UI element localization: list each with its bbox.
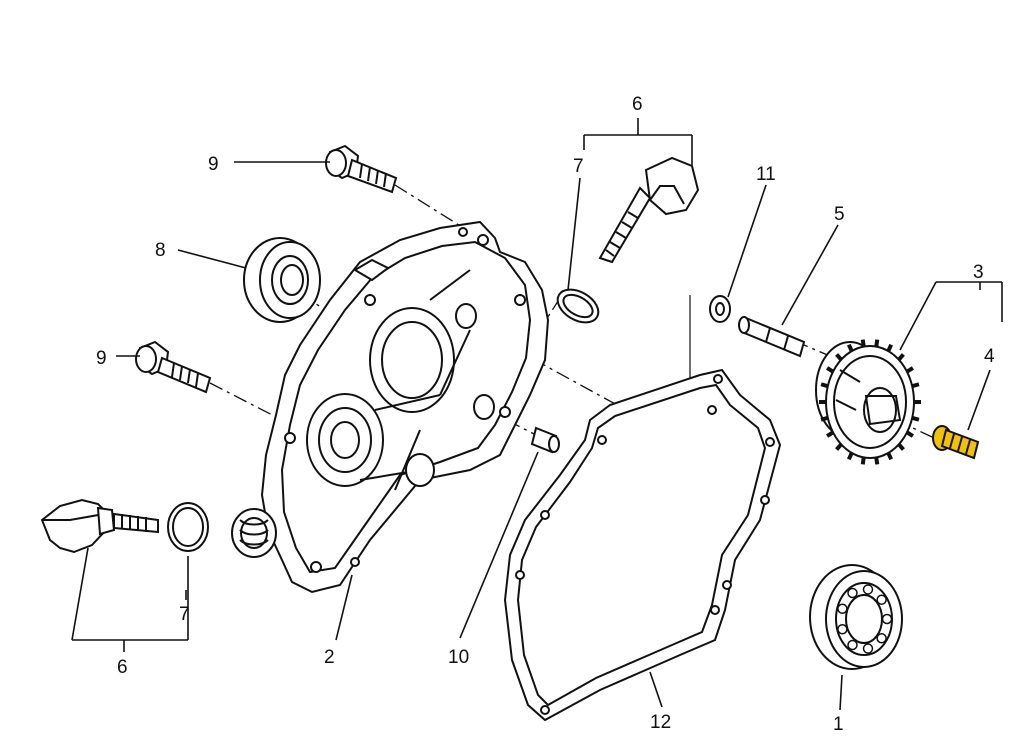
callout-1: 1 <box>833 714 844 735</box>
highlighted-bolt <box>932 425 980 460</box>
callout-6-bottom: 6 <box>117 657 128 678</box>
gear-tooth <box>886 343 894 352</box>
governor-gear <box>815 339 921 465</box>
bearing-ball <box>847 587 858 599</box>
gear-tooth <box>905 366 914 374</box>
bearing-ball <box>876 594 887 605</box>
gear-tooth <box>911 415 920 422</box>
ball-bearing <box>809 564 903 670</box>
gear-tooth <box>860 339 866 347</box>
gear-tooth <box>897 353 905 361</box>
callout-2: 2 <box>324 647 335 668</box>
gear-tooth <box>820 415 829 422</box>
gear-tooth <box>886 452 894 461</box>
leader-lines <box>71 118 1003 711</box>
callout-10: 10 <box>448 647 469 668</box>
bearing-ball <box>847 639 858 651</box>
callout-6-top: 6 <box>632 94 643 115</box>
bearing-ball <box>876 633 887 644</box>
bearing-ball <box>862 643 874 654</box>
flange-bolt-top <box>325 144 398 194</box>
bearing-ball <box>837 603 848 614</box>
crankcase-cover <box>231 220 550 594</box>
governor-shaft <box>738 316 806 358</box>
callout-7-bottom: 7 <box>179 604 190 625</box>
dowel-pin <box>530 426 560 454</box>
gear-tooth <box>846 452 854 461</box>
gear-tooth <box>846 343 854 352</box>
bearing-ball <box>881 613 893 625</box>
gear-tooth <box>874 339 880 347</box>
callout-5: 5 <box>834 204 845 225</box>
callout-3: 3 <box>973 262 984 283</box>
dipstick-bottom <box>40 498 159 554</box>
gear-tooth <box>835 353 843 361</box>
gear-tooth <box>905 430 914 438</box>
gear-tooth <box>860 457 866 465</box>
oil-seal <box>243 237 321 323</box>
gear-tooth <box>911 382 920 389</box>
flange-bolt-middle <box>135 340 212 394</box>
callout-7-top: 7 <box>573 156 584 177</box>
callout-12: 12 <box>650 712 671 733</box>
callout-9-middle: 9 <box>96 348 107 369</box>
dipstick-top <box>598 156 700 264</box>
callout-numbers: 9 8 9 6 7 11 5 3 4 2 10 12 1 7 6 <box>96 94 995 735</box>
gear-tooth <box>826 430 835 438</box>
gear-tooth <box>897 443 905 451</box>
callout-4: 4 <box>984 346 995 367</box>
gear-tooth <box>835 443 843 451</box>
callout-8: 8 <box>155 240 166 261</box>
callout-11: 11 <box>756 164 776 185</box>
bearing-ball <box>837 624 848 635</box>
callout-9-top: 9 <box>208 154 219 175</box>
gasket <box>503 368 782 722</box>
o-ring-bottom <box>167 502 209 552</box>
o-ring-top <box>556 288 600 324</box>
washer <box>709 295 731 323</box>
gear-tooth <box>826 366 835 374</box>
gear-tooth <box>820 382 829 389</box>
bearing-ball <box>862 584 874 595</box>
gear-tooth <box>874 457 880 465</box>
